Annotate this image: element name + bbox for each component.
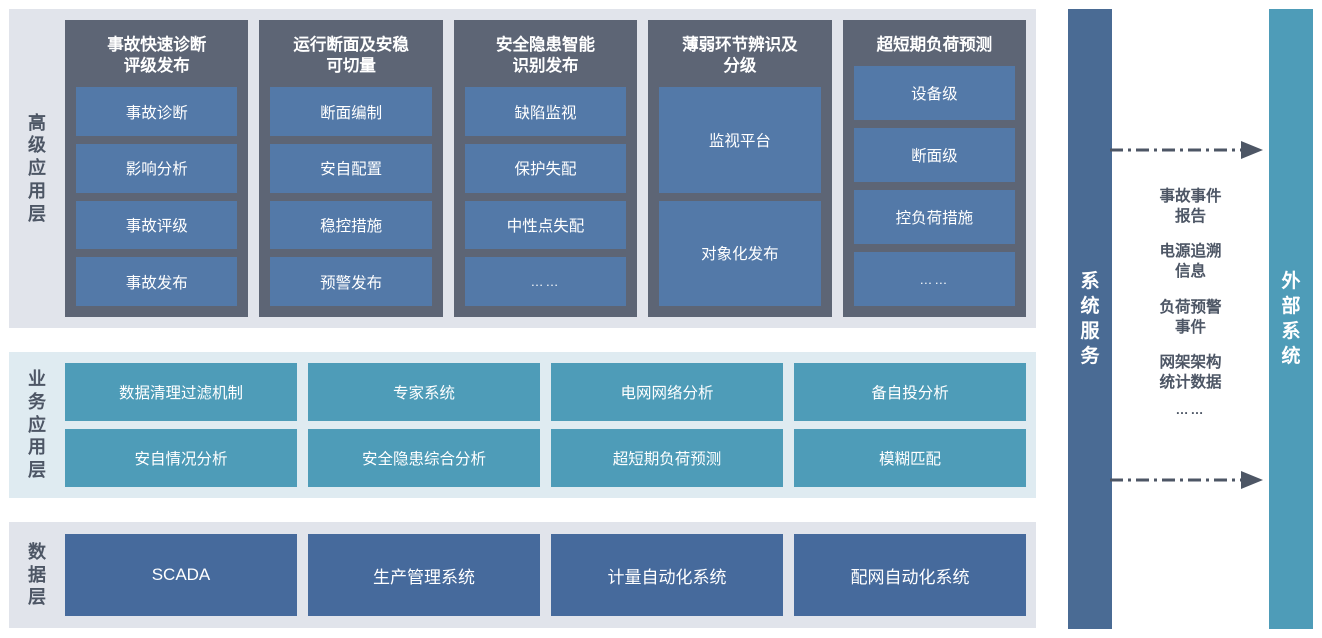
flow-label-ellipsis: …… [1175,402,1206,418]
business-item[interactable]: 专家系统 [308,363,540,421]
external-system-label-char: 部 [1281,295,1301,317]
adv-item-ellipsis[interactable]: …… [853,252,1016,306]
business-item-grid: 数据清理过滤机制 专家系统 电网网络分析 备自投分析 安自情况分析 安全隐患综合… [65,363,1026,487]
business-item[interactable]: 安全隐患综合分析 [308,429,540,487]
adv-item[interactable]: 控负荷措施 [853,190,1016,245]
adv-item[interactable]: 事故评级 [76,200,238,250]
layer-label-char: 应 [28,414,46,435]
data-layer-label: 数 据 层 [9,534,65,616]
layer-label-char: 用 [28,437,46,458]
layer-label-char: 级 [28,135,46,156]
data-item[interactable]: 计量自动化系统 [551,534,783,616]
business-item[interactable]: 电网网络分析 [551,363,783,421]
layer-label-char: 层 [28,203,46,224]
business-item[interactable]: 超短期负荷预测 [551,429,783,487]
flow-label: 事故事件 报告 [1159,188,1222,226]
adv-column-safety-hazard: 安全隐患智能 识别发布 缺陷监视 保护失配 中性点失配 …… [453,20,638,317]
adv-column-title: 运行断面及安稳 可切量 [293,36,409,76]
data-item[interactable]: 配网自动化系统 [794,534,1026,616]
adv-column-items: 监视平台 对象化发布 [659,87,821,306]
layer-label-char: 据 [28,564,46,585]
adv-item[interactable]: 断面级 [853,128,1016,183]
data-layer-body: SCADA 生产管理系统 计量自动化系统 配网自动化系统 [65,534,1026,616]
adv-item[interactable]: 保护失配 [464,143,627,193]
business-application-layer: 业 务 应 用 层 数据清理过滤机制 专家系统 电网网络分析 备自投分析 安自情… [9,352,1036,498]
adv-item[interactable]: 稳控措施 [270,200,432,250]
layer-label-char: 层 [28,460,46,480]
adv-column-title: 超短期负荷预测 [876,36,993,54]
adv-item[interactable]: 缺陷监视 [464,87,627,136]
integration-panel: 系 统 服 务 外 部 系 统 事故事件 报告 电源追溯 信息 负荷预警 事件 … [1068,9,1313,629]
adv-item[interactable]: 监视平台 [659,87,821,193]
adv-item[interactable]: 事故发布 [76,257,238,307]
adv-item[interactable]: 设备级 [853,66,1016,121]
flow-arrow-top-icon [1110,141,1263,159]
adv-item[interactable]: 安自配置 [270,143,432,193]
system-service-label-char: 系 [1080,270,1100,292]
external-system-label-char: 统 [1281,346,1301,368]
data-item[interactable]: 生产管理系统 [308,534,540,616]
adv-item[interactable]: 影响分析 [76,143,238,193]
data-layer: 数 据 层 SCADA 生产管理系统 计量自动化系统 配网自动化系统 [9,522,1036,628]
data-item[interactable]: SCADA [65,534,297,616]
flow-arrow-bottom-icon [1110,471,1263,489]
external-system-label-char: 系 [1281,321,1301,342]
system-service-label-char: 服 [1080,321,1100,342]
adv-column-title: 安全隐患智能 识别发布 [496,36,596,76]
business-item[interactable]: 模糊匹配 [794,429,1026,487]
advanced-application-layer: 高 级 应 用 层 事故快速诊断 评级发布 事故诊断 影响分析 事故评级 事故发… [9,9,1036,328]
adv-column-title: 事故快速诊断 评级发布 [107,36,207,76]
layer-label-char: 高 [28,112,46,133]
advanced-application-layer-body: 事故快速诊断 评级发布 事故诊断 影响分析 事故评级 事故发布 运行断面及安稳 … [65,20,1027,317]
flow-label: 网架架构 统计数据 [1159,353,1222,391]
external-system-bar[interactable]: 外 部 系 统 [1269,9,1313,629]
business-application-layer-body: 数据清理过滤机制 专家系统 电网网络分析 备自投分析 安自情况分析 安全隐患综合… [65,363,1026,487]
business-item[interactable]: 数据清理过滤机制 [65,363,297,421]
system-service-label-char: 务 [1080,346,1100,368]
architecture-stack: 高 级 应 用 层 事故快速诊断 评级发布 事故诊断 影响分析 事故评级 事故发… [9,9,1036,629]
adv-column-load-forecast: 超短期负荷预测 设备级 断面级 控负荷措施 …… [842,20,1027,317]
layer-label-char: 务 [28,391,46,412]
adv-column-items: 断面编制 安自配置 稳控措施 预警发布 [270,87,432,307]
adv-item[interactable]: 对象化发布 [659,200,821,306]
business-application-layer-label: 业 务 应 用 层 [9,363,65,487]
adv-item[interactable]: 断面编制 [270,87,432,136]
flow-label: 负荷预警 事件 [1159,298,1222,336]
adv-item[interactable]: 事故诊断 [76,87,238,136]
adv-item-ellipsis[interactable]: …… [464,257,627,307]
flow-label-list: 事故事件 报告 电源追溯 信息 负荷预警 事件 网架架构 统计数据 …… [1112,187,1269,417]
business-item[interactable]: 安自情况分析 [65,429,297,487]
adv-column-items: 设备级 断面级 控负荷措施 …… [853,66,1016,306]
adv-item[interactable]: 中性点失配 [464,200,627,250]
adv-item[interactable]: 预警发布 [270,257,432,307]
advanced-application-layer-label: 高 级 应 用 层 [9,20,65,317]
system-service-label-char: 统 [1080,295,1100,317]
adv-column-items: 事故诊断 影响分析 事故评级 事故发布 [76,87,238,307]
layer-label-char: 层 [28,587,46,608]
adv-column-items: 缺陷监视 保护失配 中性点失配 …… [464,87,627,307]
adv-column-operating-section: 运行断面及安稳 可切量 断面编制 安自配置 稳控措施 预警发布 [259,20,443,317]
data-item-row: SCADA 生产管理系统 计量自动化系统 配网自动化系统 [65,534,1026,616]
business-item[interactable]: 备自投分析 [794,363,1026,421]
system-service-bar[interactable]: 系 统 服 务 [1068,9,1112,629]
layer-label-char: 用 [28,180,46,201]
adv-column-accident-diagnosis: 事故快速诊断 评级发布 事故诊断 影响分析 事故评级 事故发布 [65,20,249,317]
layer-label-char: 数 [28,541,46,562]
external-system-label-char: 外 [1281,270,1301,292]
flow-label: 电源追溯 信息 [1159,243,1222,281]
adv-column-weak-link: 薄弱环节辨识及 分级 监视平台 对象化发布 [648,20,832,317]
adv-column-title: 薄弱环节辨识及 分级 [682,36,798,76]
layer-label-char: 业 [28,369,46,390]
layer-label-char: 应 [28,158,46,179]
